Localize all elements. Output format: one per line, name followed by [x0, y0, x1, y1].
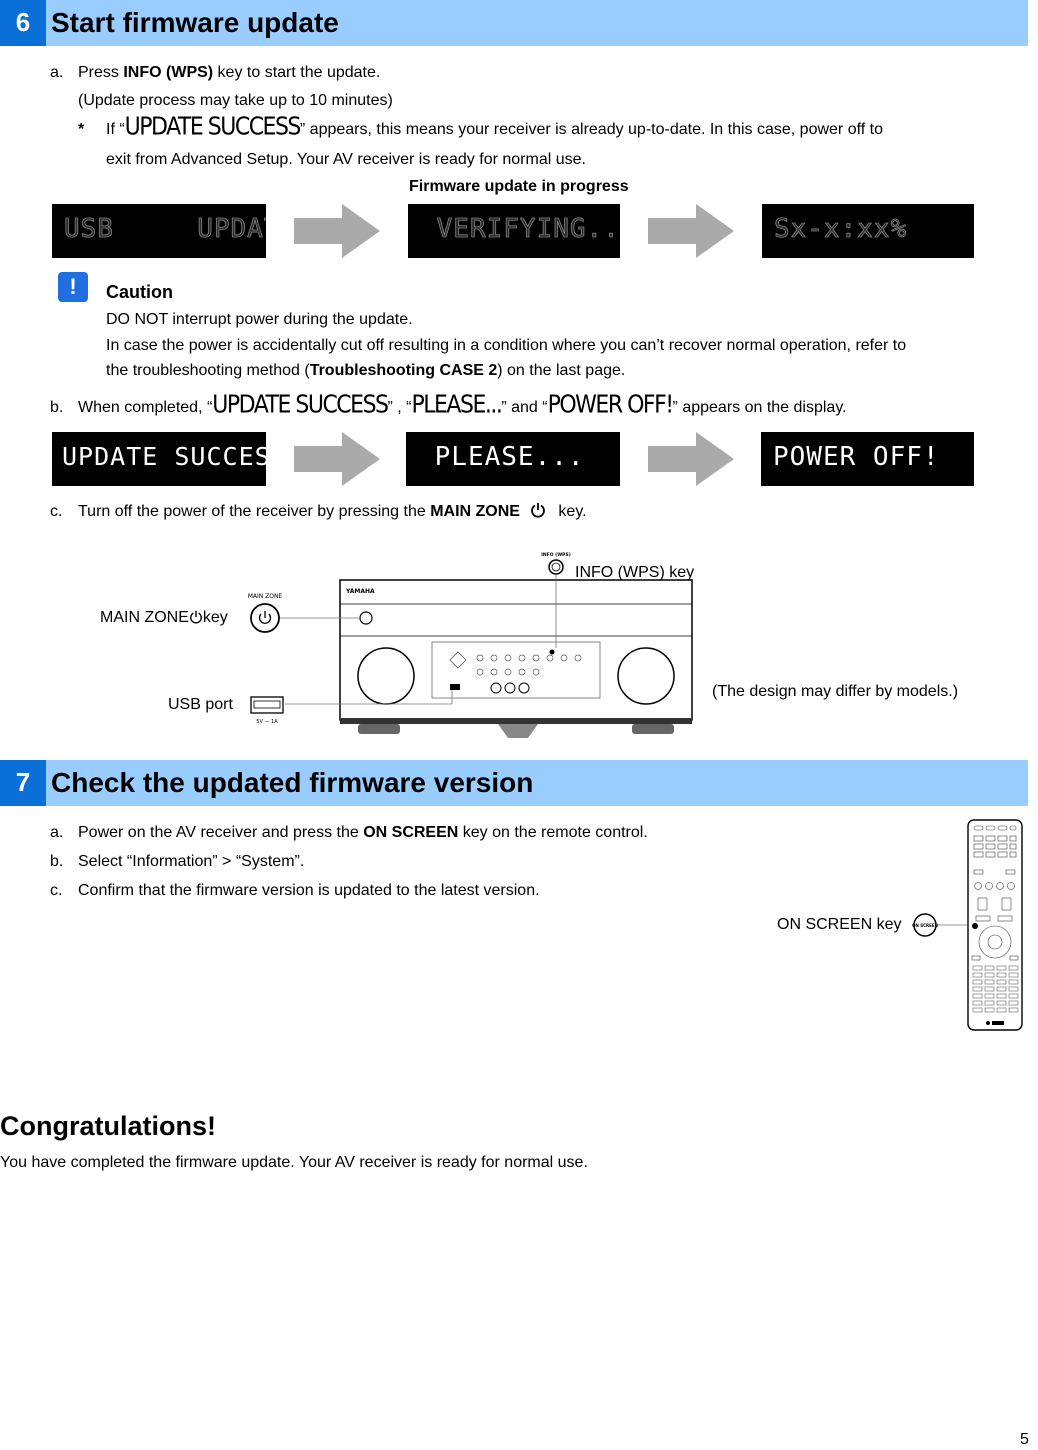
display-text: UPDATE SUCCESS [212, 391, 389, 420]
congrats-title: Congratulations! [0, 1111, 216, 1141]
step-c: c. Turn off the power of the receiver by … [50, 502, 587, 524]
display-power-off: POWER OFF! [761, 432, 974, 486]
progress-caption: Firmware update in progress [409, 178, 629, 195]
caution-icon: ! [58, 272, 88, 302]
caution-reference: Troubleshooting CASE 2 [309, 362, 498, 379]
display-verifying: VERIFYING... [408, 204, 620, 258]
step-text: ” appears on the display. [672, 399, 847, 416]
note-text: ” appears, this means your receiver is a… [299, 121, 883, 138]
congrats-text: You have completed the firmware update. … [0, 1154, 588, 1171]
up-to-date-note: * If “UPDATE SUCCESS” appears, this means… [78, 113, 883, 142]
power-icon [189, 610, 203, 630]
step-text: key. [553, 503, 587, 520]
display-text: VERIFYING... [420, 214, 620, 245]
callout-text: MAIN ZONE [100, 609, 189, 626]
step-label: a. [50, 824, 64, 841]
step-text: ” and “ [501, 399, 548, 416]
usb-port-callout: USB port [168, 696, 233, 713]
display-progress-percent: Sx-x:xx% [762, 204, 974, 258]
power-icon [530, 502, 546, 524]
remote-control-illustration [967, 819, 1023, 1031]
on-screen-callout: ON SCREEN key [777, 916, 902, 933]
asterisk: * [78, 121, 85, 138]
step-text: Power on the AV receiver and press the [78, 824, 364, 841]
page-number: 5 [1020, 1431, 1029, 1448]
arrow-right-icon [294, 204, 380, 258]
step-label: c. [50, 503, 63, 520]
up-to-date-note-line2: exit from Advanced Setup. Your AV receiv… [106, 151, 586, 168]
step-a: a. Press INFO (WPS) key to start the upda… [50, 63, 380, 83]
key-name: ON SCREEN [363, 824, 459, 841]
step-label: a. [50, 64, 64, 81]
caution-line: DO NOT interrupt power during the update… [106, 311, 413, 328]
section-title: Check the updated firmware version [51, 767, 534, 798]
design-note: (The design may differ by models.) [712, 683, 959, 700]
key-name: MAIN ZONE [430, 503, 520, 520]
remote-key-label: ON SCREEN [912, 923, 938, 928]
caution-line: In case the power is accidentally cut of… [106, 337, 907, 354]
callout-text: key [202, 609, 228, 626]
note-text: If “ [106, 121, 125, 138]
step-text: When completed, “ [78, 399, 213, 416]
step-label: c. [50, 882, 63, 899]
step-label: b. [50, 853, 64, 870]
section-6-header: 6 Start firmware update [0, 0, 1028, 46]
step-a: a. Power on the AV receiver and press the… [50, 823, 648, 843]
display-text: POWER OFF! [547, 391, 674, 420]
receiver-illustration: INFO (WPS) MAIN ZONE 5V — 1A YAMAHA [248, 552, 693, 738]
update-duration-note: (Update process may take up to 10 minute… [78, 92, 393, 109]
step-b: b. When completed, “UPDATE SUCCESS” , “PL… [50, 391, 847, 420]
display-please: PLEASE... [406, 432, 620, 486]
caution-text: ) on the last page. [497, 362, 626, 379]
display-text: UPDATE SUCCESS [62, 442, 266, 471]
arrow-right-icon [648, 432, 734, 486]
section-title: Start firmware update [51, 7, 339, 38]
step-text: Select “Information” > “System”. [78, 853, 305, 870]
info-key-callout: INFO (WPS) key [575, 564, 695, 581]
step-c: c. Confirm that the firmware version is u… [50, 881, 540, 901]
panel-info-label: INFO (WPS) [541, 552, 571, 558]
step-text: ” , “ [387, 399, 412, 416]
section-7-header: 7 Check the updated firmware version [0, 760, 1028, 806]
step-label: b. [50, 399, 64, 416]
caution-text: the troubleshooting method ( [106, 362, 310, 379]
step-text: Confirm that the firmware version is upd… [78, 882, 540, 899]
step-b: b. Select “Information” > “System”. [50, 852, 304, 872]
display-text: PLEASE... [411, 391, 503, 420]
section-number: 6 [0, 0, 46, 46]
display-text: USB UPDATE [64, 214, 266, 245]
key-name: INFO (WPS) [123, 64, 214, 81]
step-text: key to start the update. [213, 64, 381, 81]
panel-usb-label: 5V — 1A [256, 719, 278, 725]
caution-line: the troubleshooting method (Troubleshoot… [106, 361, 625, 381]
display-text: POWER OFF! [773, 442, 940, 472]
step-text: Press [78, 64, 124, 81]
arrow-right-icon [294, 432, 380, 486]
section-number: 7 [0, 760, 46, 806]
arrow-right-icon [648, 204, 734, 258]
panel-main-zone-label: MAIN ZONE [248, 593, 283, 600]
step-text: key on the remote control. [458, 824, 648, 841]
main-zone-callout: MAIN ZONE key [100, 608, 228, 630]
display-usb-update: USB UPDATE [52, 204, 266, 258]
display-text: UPDATE SUCCESS [124, 113, 302, 142]
brand-logo: YAMAHA [345, 588, 375, 595]
step-text: Turn off the power of the receiver by pr… [78, 503, 431, 520]
display-text: Sx-x:xx% [774, 214, 908, 245]
display-update-success: UPDATE SUCCESS [52, 432, 266, 486]
caution-title: Caution [106, 282, 173, 302]
display-text: PLEASE... [418, 442, 585, 472]
